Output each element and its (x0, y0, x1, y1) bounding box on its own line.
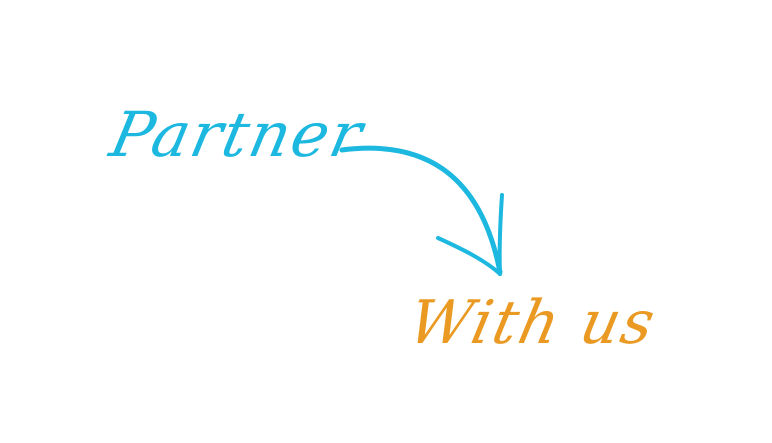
arrow-shaft (339, 145, 503, 275)
arrow-head-left (436, 236, 502, 276)
with-us-text: With us (402, 288, 663, 358)
arrow-head-right (497, 193, 504, 276)
